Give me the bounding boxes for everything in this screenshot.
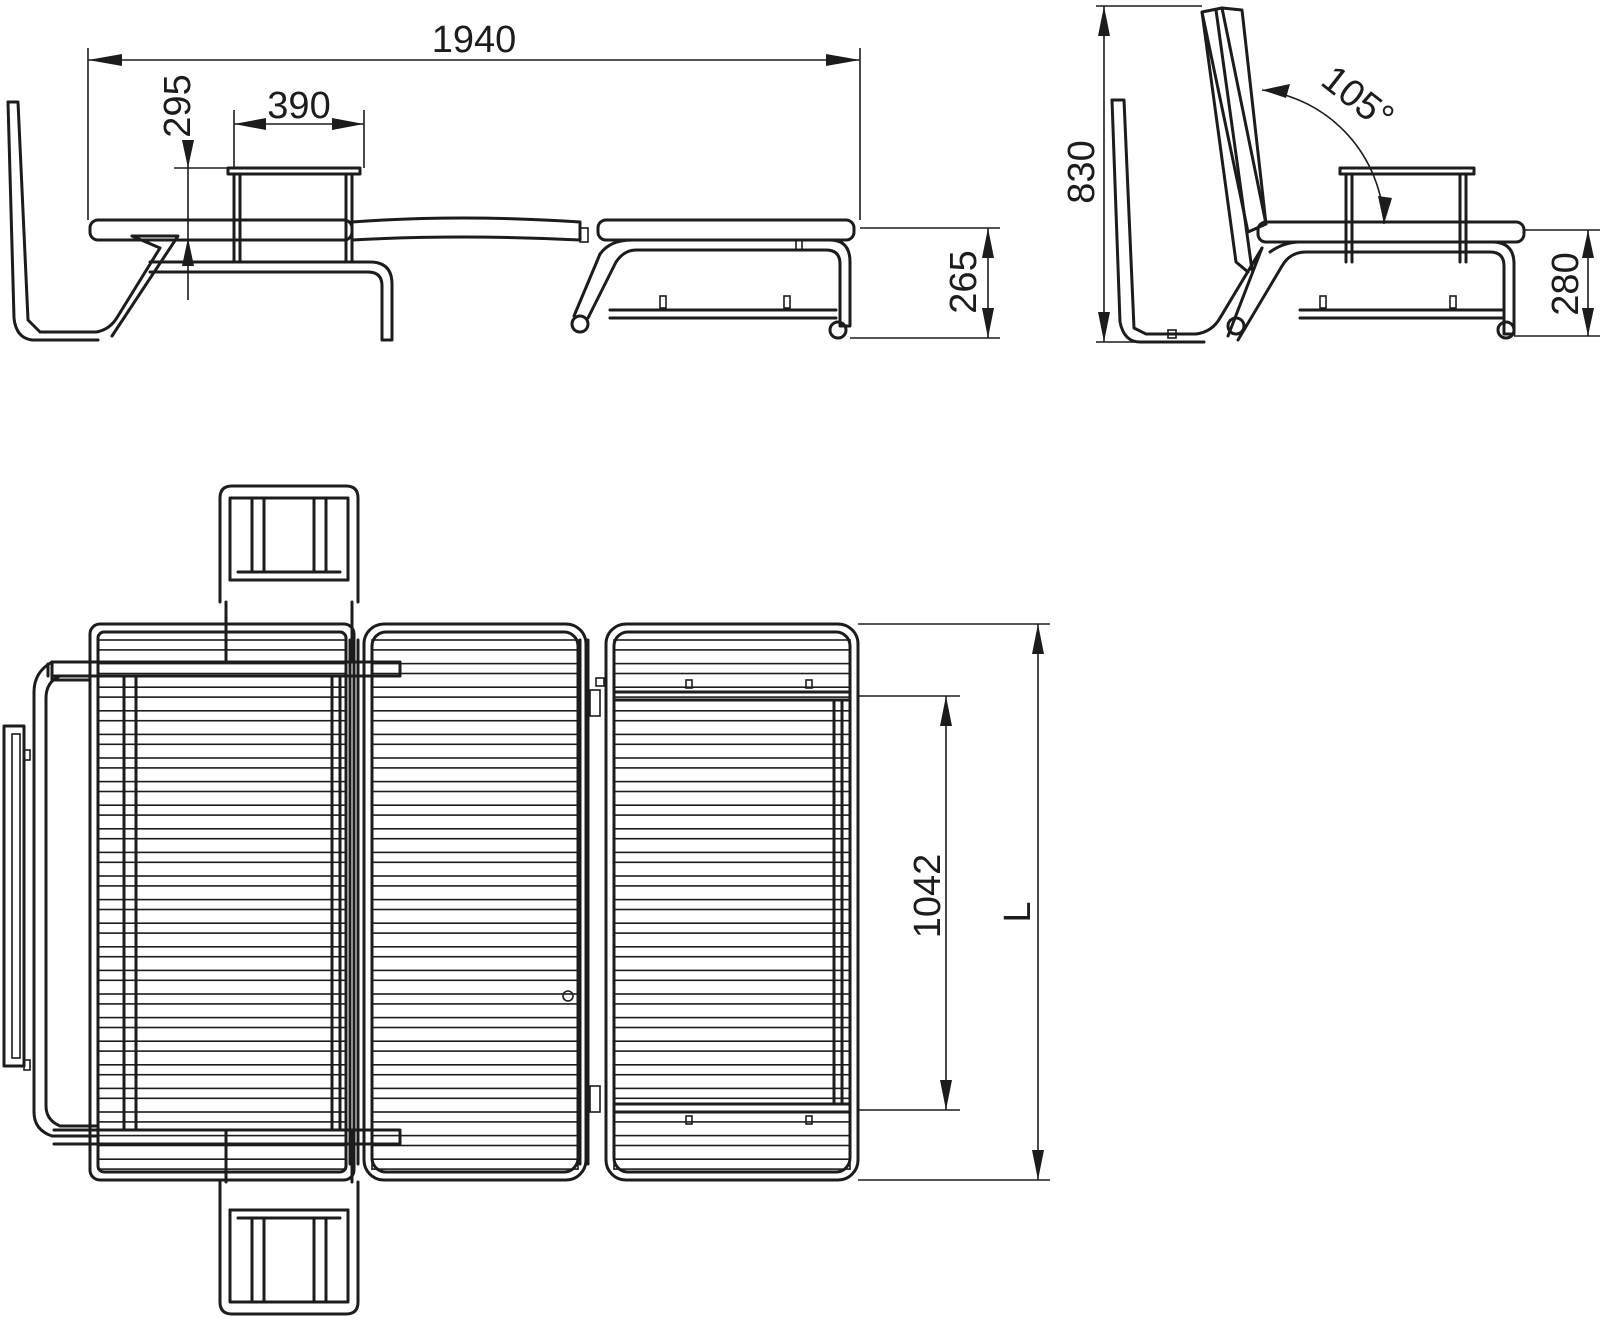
slat xyxy=(613,827,851,840)
dim-label-seat-height: 280 xyxy=(1545,252,1587,315)
slat xyxy=(613,922,851,934)
slat xyxy=(97,1064,347,1076)
slat xyxy=(613,709,851,722)
slat xyxy=(613,851,851,864)
slat xyxy=(97,1040,347,1052)
dim-label-backrest-angle: 105° xyxy=(1313,58,1401,139)
slat xyxy=(371,969,579,982)
slat xyxy=(97,922,347,934)
slat xyxy=(97,780,347,793)
slat xyxy=(97,945,347,958)
slat xyxy=(613,639,851,651)
slat xyxy=(97,639,347,651)
slat xyxy=(371,1064,579,1076)
dim-armrest-height: 295 xyxy=(157,74,234,300)
slat xyxy=(613,1158,851,1170)
slat xyxy=(371,780,579,793)
dim-total-width: L xyxy=(858,623,1050,1181)
slat xyxy=(97,1111,347,1123)
slats-section-2 xyxy=(371,639,579,1170)
dim-label-chair-height: 830 xyxy=(1061,140,1103,203)
slat xyxy=(371,709,579,722)
slat xyxy=(97,733,347,746)
side-view-unfolded xyxy=(6,100,856,342)
slat xyxy=(371,1016,579,1029)
slat xyxy=(97,1087,347,1100)
dim-label-sleep-width: 1042 xyxy=(907,854,949,939)
slat xyxy=(371,898,579,911)
slat xyxy=(97,993,347,1005)
slat xyxy=(97,757,347,769)
slat xyxy=(613,780,851,793)
dim-label-bed-height: 265 xyxy=(943,250,985,313)
slats-section-1 xyxy=(97,639,347,1170)
slat xyxy=(613,969,851,982)
slat xyxy=(613,898,851,911)
slat xyxy=(97,898,347,911)
slat xyxy=(371,1111,579,1123)
slat xyxy=(97,662,347,675)
slat xyxy=(371,733,579,746)
dim-label-total-width: L xyxy=(997,901,1039,922)
slat xyxy=(97,1158,347,1170)
dim-overall-length: 1940 xyxy=(87,19,861,220)
dim-backrest-angle: 105° xyxy=(1261,58,1401,225)
slat xyxy=(613,1087,851,1100)
slat xyxy=(97,709,347,722)
slat xyxy=(371,686,579,698)
slat xyxy=(371,1040,579,1052)
slat xyxy=(371,875,579,887)
slat xyxy=(371,827,579,840)
slat xyxy=(371,922,579,934)
dim-chair-height: 830 xyxy=(1061,5,1202,343)
slat xyxy=(97,1016,347,1029)
slat xyxy=(97,686,347,698)
slat xyxy=(97,1134,347,1147)
slat xyxy=(97,969,347,982)
slat xyxy=(371,662,579,675)
slat xyxy=(613,757,851,769)
slat xyxy=(97,804,347,816)
slat xyxy=(613,733,851,746)
slat xyxy=(371,945,579,958)
dim-seat-height: 280 xyxy=(1514,229,1600,337)
slat xyxy=(613,875,851,887)
slat xyxy=(371,804,579,816)
slat xyxy=(371,1087,579,1100)
slat xyxy=(613,993,851,1005)
dim-bed-height: 265 xyxy=(850,227,1000,339)
slat xyxy=(97,827,347,840)
slat xyxy=(613,945,851,958)
slat xyxy=(371,1158,579,1170)
slat xyxy=(613,662,851,675)
slat xyxy=(371,1134,579,1147)
side-view-chair xyxy=(1110,6,1526,344)
dim-label-overall-length: 1940 xyxy=(432,19,517,61)
slat xyxy=(371,993,579,1005)
slat xyxy=(97,851,347,864)
top-view xyxy=(2,484,860,1316)
slat xyxy=(371,851,579,864)
slat xyxy=(613,804,851,816)
dim-label-armrest-height: 295 xyxy=(157,74,199,137)
slat xyxy=(613,1016,851,1029)
dim-label-armrest-width: 390 xyxy=(267,85,330,127)
slat xyxy=(613,1134,851,1147)
dim-sleep-width: 1042 xyxy=(858,695,960,1111)
slat xyxy=(371,757,579,769)
slat xyxy=(613,1040,851,1052)
slats-section-3 xyxy=(613,639,851,1170)
slat xyxy=(97,875,347,887)
dim-armrest-width: 390 xyxy=(233,85,365,168)
slat xyxy=(371,639,579,651)
slat xyxy=(613,1064,851,1076)
